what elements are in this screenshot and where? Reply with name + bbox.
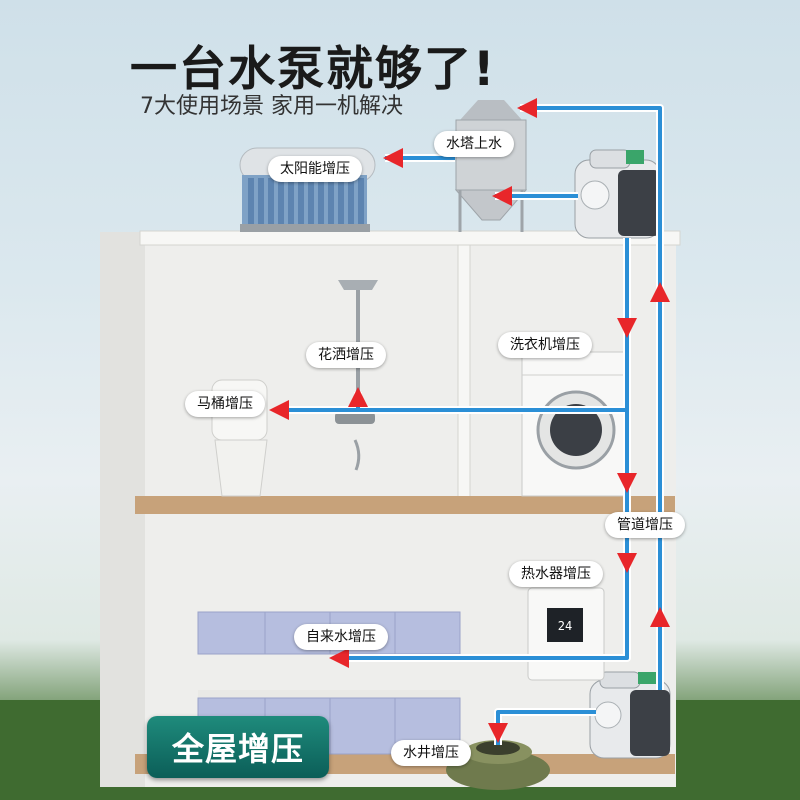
label-heater: 热水器增压 [509,561,603,587]
upper-pump [574,149,661,239]
label-well: 水井增压 [391,740,471,766]
label-toilet: 马桶增压 [185,391,265,417]
label-shower: 花洒增压 [306,342,386,368]
washing-machine [521,351,631,497]
label-solar: 太阳能增压 [268,156,362,182]
page-title: 一台水泵就够了! [130,42,497,97]
whole-house-badge: 全屋增压 [147,716,329,778]
label-water-tower: 水塔上水 [434,131,514,157]
label-tap: 自来水增压 [294,624,388,650]
label-pipeline: 管道增压 [605,512,685,538]
heater-display-value: 24 [558,619,572,633]
upper-floor [135,496,675,514]
lower-pump [589,671,671,759]
label-washer: 洗衣机增压 [498,332,592,358]
flow-arrows [269,98,670,743]
pipes [280,104,664,745]
page-subtitle: 7大使用场景 家用一机解决 [140,94,403,119]
water-heater: 24 [527,587,605,681]
well [446,740,550,790]
water-tower [454,100,528,232]
